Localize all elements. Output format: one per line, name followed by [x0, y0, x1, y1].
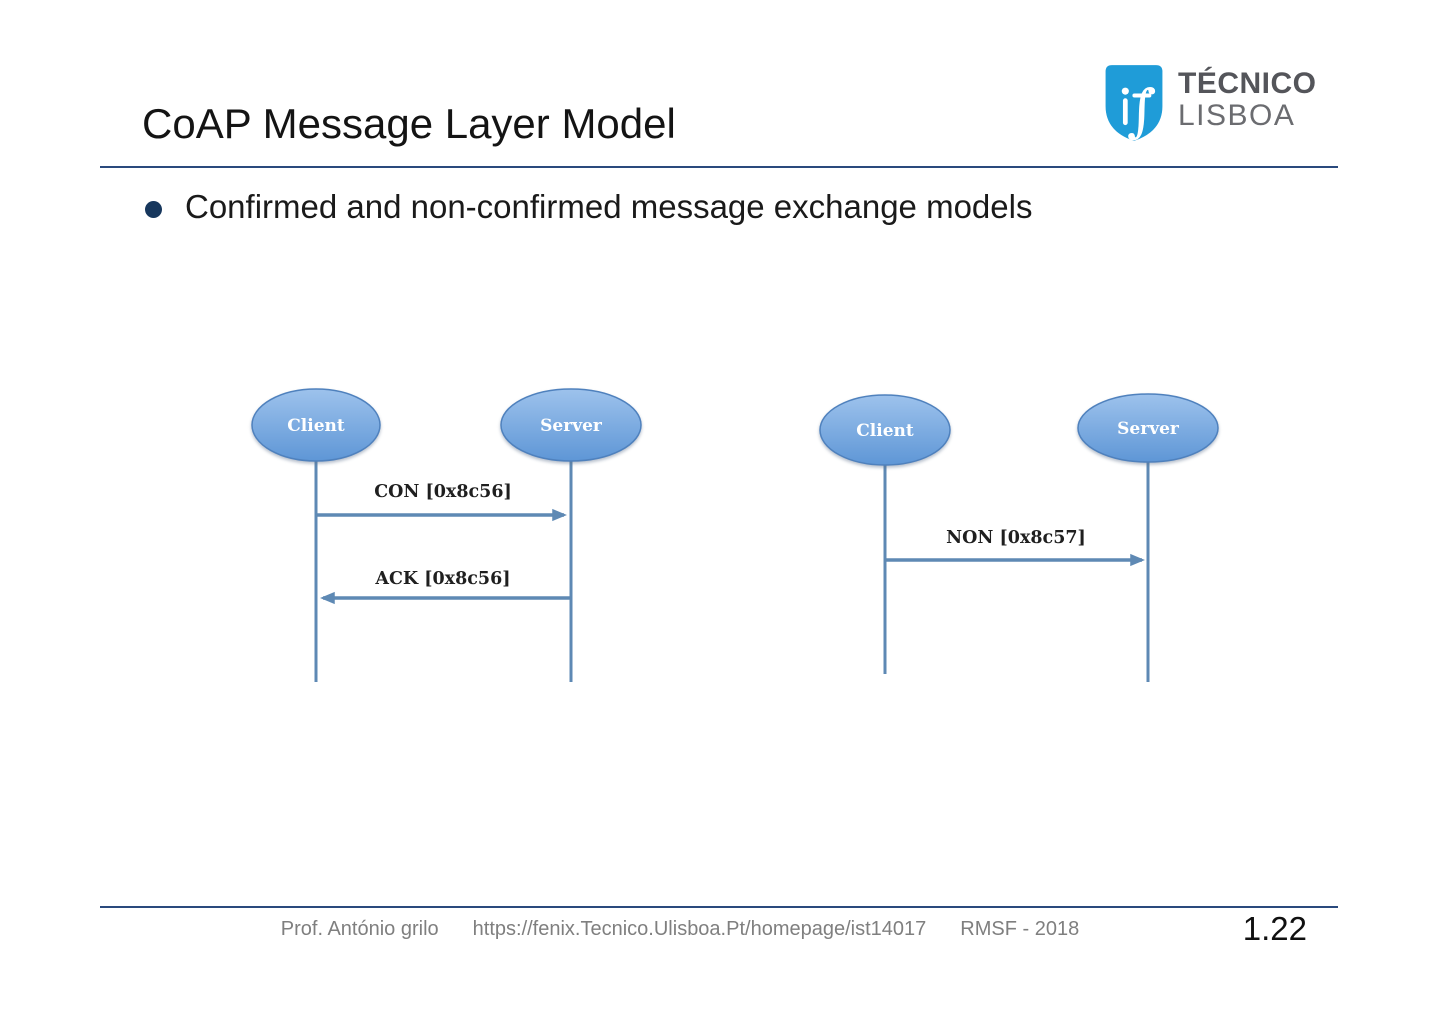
bullet-item: Confirmed and non-confirmed message exch…	[145, 188, 1032, 226]
actor-ellipse-server	[500, 388, 642, 462]
page-title: CoAP Message Layer Model	[142, 100, 676, 147]
actor-ellipse-server	[1077, 393, 1219, 463]
logo-tecnico: TÉCNICO	[1178, 67, 1317, 100]
sequence-diagram-nonconfirmed: NON [0x8c57] Client Server	[819, 393, 1219, 682]
logo-wordmark: TÉCNICO LISBOA	[1178, 62, 1317, 149]
actor-label-server: Server	[540, 416, 603, 436]
message-label-ack: ACK [0x8c56]	[374, 569, 510, 589]
bullet-icon	[145, 201, 162, 218]
sequence-diagram-confirmed: CON [0x8c56] ACK [0x8c56] Client Server	[251, 388, 642, 682]
actor-ellipse-client	[819, 394, 951, 466]
actor-label-client: Client	[287, 416, 345, 436]
message-label-non: NON [0x8c57]	[946, 528, 1086, 548]
message-label-con: CON [0x8c56]	[374, 482, 512, 502]
footer-author: Prof. António grilo	[280, 918, 439, 940]
footer-course: RMSF - 2018	[960, 918, 1080, 940]
page-number: 1.22	[1242, 910, 1307, 947]
tecnico-lisboa-logo: ∫ TÉCNICO LISBOA	[1104, 62, 1317, 149]
actor-label-server: Server	[1117, 419, 1180, 439]
footer-url: https://fenix.Tecnico.Ulisboa.Pt/homepag…	[472, 918, 927, 940]
actor-label-client: Client	[856, 421, 914, 441]
footer-divider	[100, 906, 1338, 908]
title-divider	[100, 166, 1338, 168]
actor-ellipse-client	[251, 388, 381, 462]
footer: Prof. António grilo https://fenix.Tecnic…	[90, 918, 1270, 941]
svg-text:∫: ∫	[1127, 78, 1157, 144]
ist-shield-icon: ∫	[1104, 62, 1164, 149]
logo-lisboa: LISBOA	[1178, 98, 1296, 132]
bullet-text: Confirmed and non-confirmed message exch…	[185, 188, 1033, 225]
